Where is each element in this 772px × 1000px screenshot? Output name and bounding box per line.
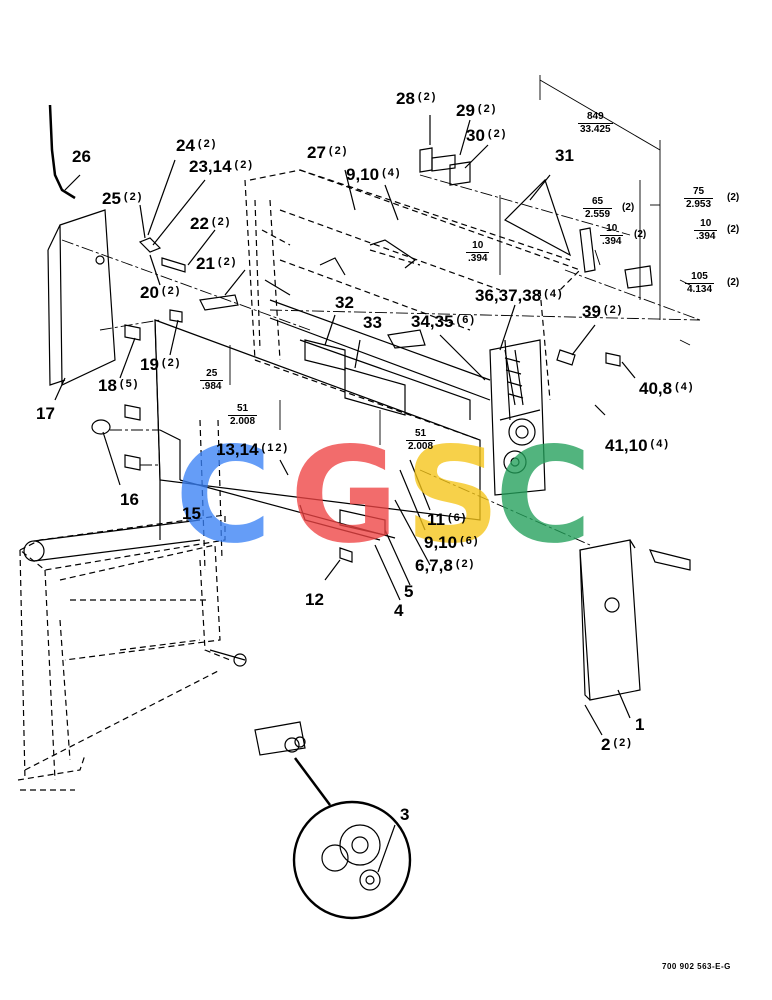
watermark-letter-4: C [495, 419, 592, 573]
triangle-31 [504, 178, 572, 257]
callout-18: 18(5) [98, 376, 140, 395]
callout-4: 4 [394, 601, 404, 620]
callout-28: 28(2) [396, 89, 438, 108]
watermark-letter-2: G [290, 419, 399, 573]
callout-15: 15 [182, 504, 201, 523]
callout-9-10-upper: 9,10(4) [346, 165, 402, 184]
leader-lines [54, 115, 636, 736]
dimension-105-qty: (2) [727, 277, 740, 288]
callout-19: 19(2) [140, 355, 182, 374]
callout-17: 17 [36, 404, 55, 423]
frame-chassis [17, 419, 231, 791]
drawing-code: 700 902 563-E-G [662, 962, 731, 971]
callout-33: 33 [363, 313, 382, 332]
callout-32: 32 [335, 293, 354, 312]
dimension-lines [229, 75, 691, 445]
callout-40-8: 40,8(4) [639, 379, 695, 398]
dimension-75-qty: (2) [727, 192, 740, 203]
callout-30: 30(2) [466, 126, 508, 145]
washer-16 [91, 419, 111, 435]
side-shield-1 [579, 539, 641, 701]
dimension-65-qty: (2) [622, 202, 635, 213]
dimension-10-mid-qty: (2) [634, 229, 647, 240]
callout-22: 22(2) [190, 214, 232, 233]
callout-12: 12 [305, 590, 324, 609]
frame-cylinder [23, 519, 247, 667]
gear-assembly [503, 349, 536, 474]
callout-13-14: 13,14(12) [216, 440, 290, 459]
callout-21: 21(2) [196, 254, 238, 273]
callout-24: 24(2) [176, 136, 218, 155]
callout-26: 26 [72, 147, 91, 166]
callout-2: 2(2) [601, 735, 633, 754]
callout-25: 25(2) [102, 189, 144, 208]
callout-41-10: 41,10(4) [605, 436, 670, 455]
side-shield-17 [47, 209, 116, 386]
callout-1: 1 [635, 715, 645, 734]
front-panel-15 [154, 319, 481, 541]
dimension-10-mid: 10.394 [600, 223, 624, 247]
callout-6-7-8: 6,7,8(2) [415, 556, 476, 575]
callout-5: 5 [404, 582, 414, 601]
watermark-letter-1: C [175, 419, 272, 573]
callout-11: 11(6) [427, 510, 468, 529]
dimension-10-right-qty: (2) [727, 224, 740, 235]
rod-26 [48, 104, 76, 200]
callout-20: 20(2) [140, 283, 182, 302]
callout-39: 39(2) [582, 302, 624, 321]
dimension-10-left: 10.394 [466, 240, 490, 264]
small-brackets [124, 147, 691, 571]
callout-29: 29(2) [456, 101, 498, 120]
callout-36-37-38: 36,37,38(4) [475, 286, 564, 305]
dimension-10-right: 10.394 [694, 218, 718, 242]
dimension-25: 25.984 [200, 368, 224, 392]
detail-3-inset [254, 721, 412, 920]
plate-33 [344, 367, 406, 416]
callout-31: 31 [555, 146, 574, 165]
watermark-letter-3: S [405, 419, 501, 573]
callout-16: 16 [120, 490, 139, 509]
upper-housing [244, 169, 582, 441]
callout-3: 3 [400, 805, 410, 824]
centre-lines [61, 174, 701, 546]
callout-9-10-lower: 9,10(6) [424, 533, 480, 552]
callout-27: 27(2) [307, 143, 349, 162]
callout-23-14: 23,14(2) [189, 157, 254, 176]
callout-34-35: 34,35(6) [411, 312, 476, 331]
